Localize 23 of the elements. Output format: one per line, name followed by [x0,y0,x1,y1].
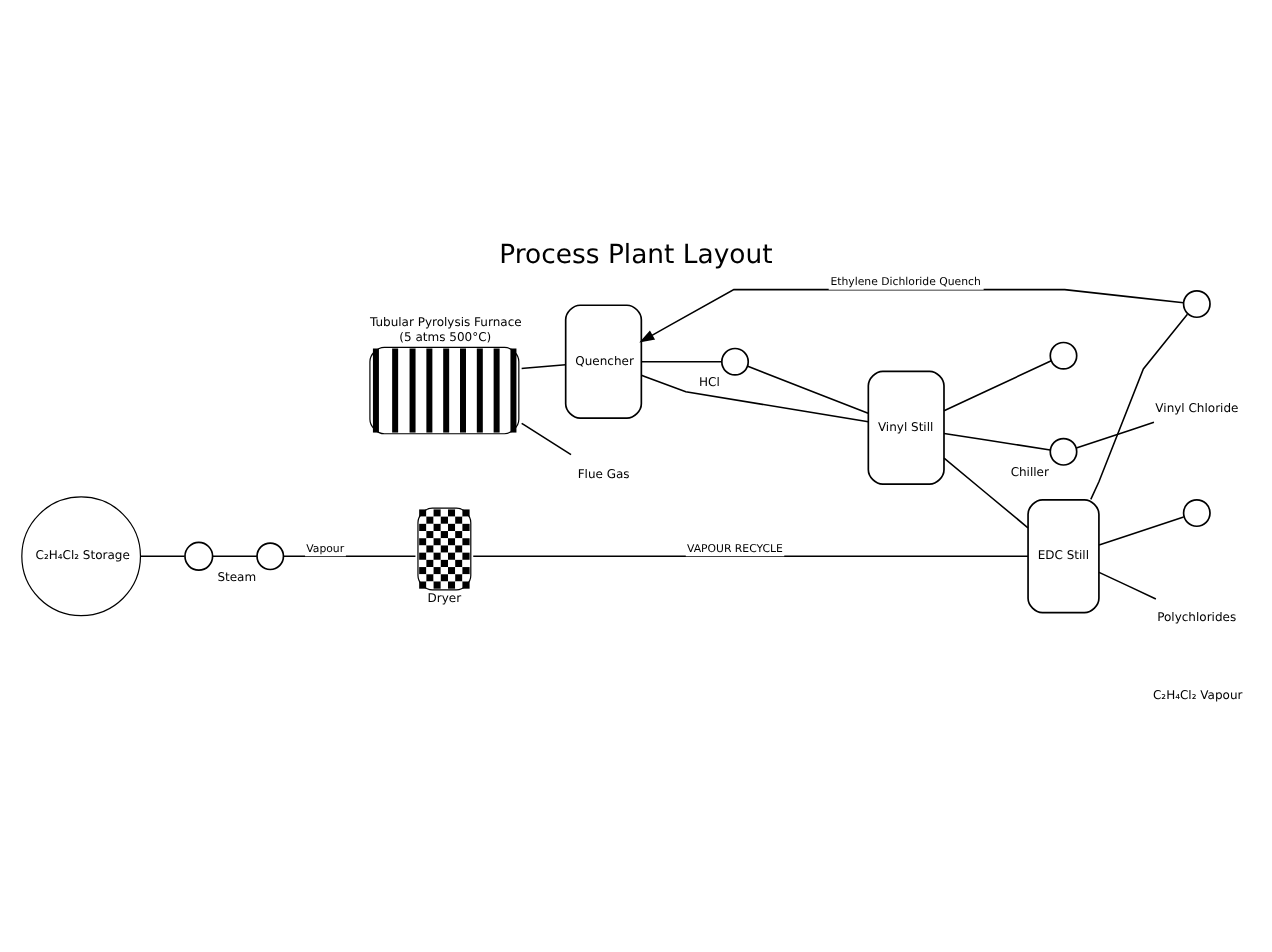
connector [283,554,417,557]
node-circle [184,540,214,570]
connector [1098,515,1185,545]
connector [1090,312,1189,500]
connector [520,363,567,369]
node-circle [1049,340,1078,369]
connector [472,554,1029,557]
node-circle [1182,498,1211,527]
connector [1098,570,1157,599]
connector [943,456,1029,528]
connector [211,554,258,557]
connector [1075,420,1155,448]
connector [943,359,1053,411]
connector [139,554,186,557]
connector [943,431,1052,450]
connector [747,364,869,414]
diagram-title: Process Plant Layout [499,239,773,270]
node-circle [256,541,285,570]
connector [640,359,723,362]
node-circle [1182,289,1211,318]
node-circle [720,346,750,375]
node-circle [1049,436,1078,465]
connector [520,421,572,455]
